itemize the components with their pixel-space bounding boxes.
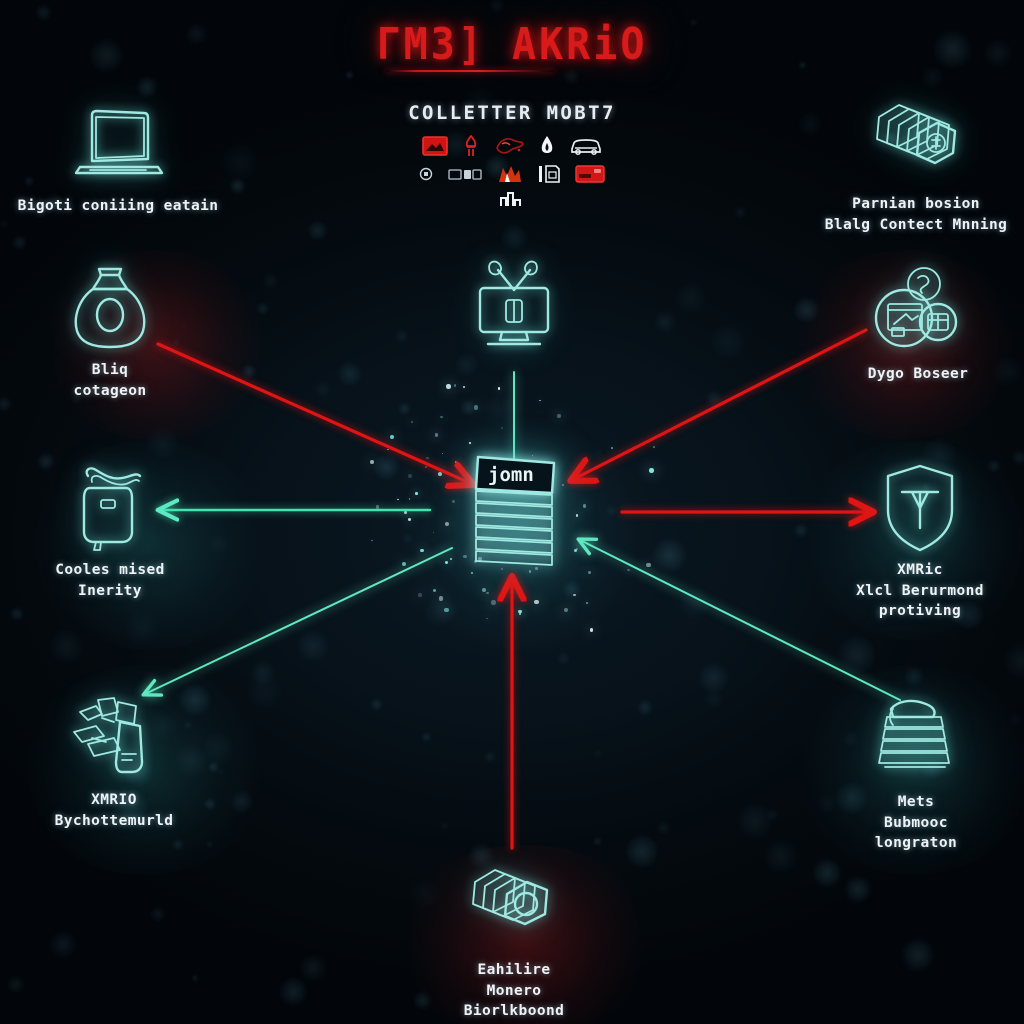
link-hub-to-bottom-left [145, 547, 453, 694]
shield-icon [868, 462, 972, 554]
link-left-upper-to-hub [156, 342, 472, 484]
card-icon [575, 165, 605, 183]
hub-label: jomn [488, 464, 534, 486]
coin-stack-icon [864, 96, 968, 188]
node-right-upper[interactable]: Dygo Boseer [813, 266, 1023, 385]
header-icon-grid [419, 135, 605, 207]
coin-stack-icon [462, 862, 566, 954]
bag-icon [58, 462, 162, 554]
fire-burst-icon [497, 164, 523, 184]
machinery-icon [62, 692, 166, 784]
hub-node[interactable]: jomn [407, 448, 617, 582]
label-tag-icon [448, 168, 482, 181]
node-top-left[interactable]: Bigoti coniiing eatain [13, 98, 223, 217]
chip-icon [419, 167, 433, 181]
page-title: ΓM3] AKRiO [376, 20, 648, 70]
page-subtitle: COLLETTER MOBT7 [408, 102, 616, 124]
icon-row-2 [419, 164, 605, 184]
node-caption: Dygo Boseer [867, 366, 969, 382]
image-frame-icon [422, 136, 448, 156]
money-bag-icon [58, 262, 162, 354]
book-stack-icon [864, 694, 968, 786]
splatter-icon [494, 135, 524, 157]
car-icon [570, 136, 602, 156]
browser-cloud-icon [866, 266, 970, 358]
laptop-icon [66, 98, 170, 190]
link-right-upper-to-hub [572, 328, 868, 480]
node-top-center[interactable] [409, 256, 619, 354]
icon-row-3 [499, 191, 525, 207]
bar-chart-icon [499, 191, 525, 207]
torch-icon [463, 135, 479, 157]
icon-row-1 [422, 135, 602, 157]
monitor-antenna-icon [462, 256, 566, 348]
link-hub-to-bottom-right [580, 540, 901, 701]
node-caption: Bigoti coniiing eatain [17, 198, 219, 214]
document-stack-icon: jomn [447, 448, 577, 576]
title-underline [386, 70, 554, 72]
header: ΓM3] AKRiO COLLETTER MOBT7 [0, 20, 1024, 207]
flame-icon [539, 135, 555, 157]
sim-card-icon [538, 164, 560, 184]
